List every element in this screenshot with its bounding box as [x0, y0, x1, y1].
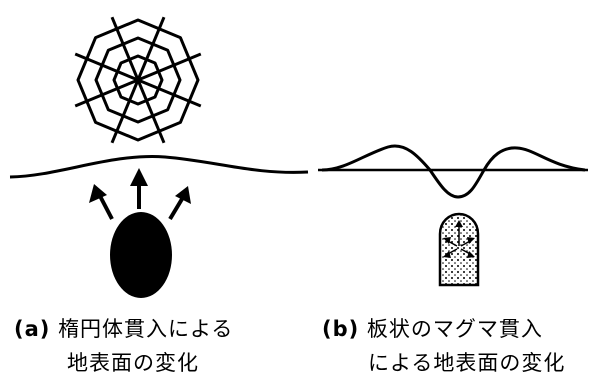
- arrow-up: [130, 168, 148, 209]
- web-ring: [76, 18, 200, 142]
- dike-arrows: [443, 220, 475, 258]
- ground-surface-a: [9, 155, 309, 179]
- caption-b-line2: による地表面の変化: [368, 351, 566, 375]
- web-ring: [94, 36, 182, 124]
- pressure-arrows: [89, 168, 191, 221]
- arrow-right: [168, 186, 191, 221]
- caption-b-line1: (b) 板状のマグマ貫入: [322, 313, 543, 343]
- web-ring: [112, 54, 164, 106]
- dike-intrusion: [438, 212, 480, 287]
- caption-b-tag: (b): [322, 317, 360, 341]
- caption-a-text: 楕円体貫入による: [58, 317, 234, 341]
- ellipsoid-intrusion: [110, 212, 172, 298]
- spider-web-pattern: [74, 16, 202, 144]
- caption-b-text: 板状のマグマ貫入: [366, 317, 543, 341]
- caption-a-line2: 地表面の変化: [67, 351, 199, 375]
- caption-a-line1: (a) 楕円体貫入による: [14, 313, 233, 343]
- arrow-left: [89, 184, 114, 220]
- caption-a-tag: (a): [14, 317, 51, 341]
- ground-surface-b: [321, 144, 586, 199]
